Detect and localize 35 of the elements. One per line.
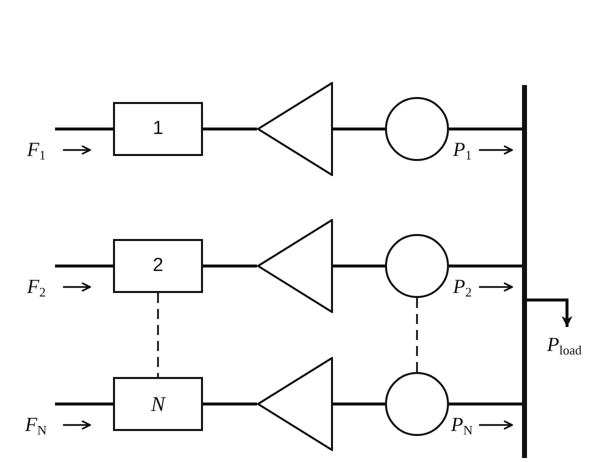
process-box xyxy=(113,239,203,293)
box-label: N xyxy=(150,392,165,416)
connector-line xyxy=(333,402,385,406)
dashed-line xyxy=(416,298,418,372)
triangle-symbol xyxy=(257,219,333,313)
connector-line xyxy=(333,128,385,130)
circle-symbol xyxy=(385,234,449,298)
connector-line xyxy=(333,264,385,268)
connector-line xyxy=(203,264,257,268)
circle-symbol xyxy=(385,372,449,436)
triangle-symbol xyxy=(257,357,333,451)
edge-label: P$_{2}$ xyxy=(453,276,472,300)
circle-symbol xyxy=(385,97,449,161)
connector-line xyxy=(449,264,522,268)
connector-line xyxy=(449,128,522,130)
connector-line xyxy=(203,128,257,130)
edge-label: F$_{1}$ xyxy=(27,139,46,163)
connector-line xyxy=(55,402,113,406)
edge-label: P$_{load}$ xyxy=(547,334,582,358)
edge-label: P$_{1}$ xyxy=(453,139,472,163)
dashed-line xyxy=(157,293,159,377)
arrow xyxy=(527,298,572,327)
box-label: 2 xyxy=(152,256,164,276)
process-box xyxy=(113,102,203,156)
connector-line xyxy=(55,128,113,130)
connector-line xyxy=(55,264,113,268)
edge-label: F$_{N}$ xyxy=(25,414,47,438)
process-box xyxy=(113,377,203,431)
connector-line xyxy=(449,402,522,406)
edge-label: P$_{N}$ xyxy=(451,414,473,438)
edge-label: F$_{2}$ xyxy=(27,276,46,300)
connector-line xyxy=(203,402,257,406)
box-label: 1 xyxy=(152,118,164,140)
triangle-symbol xyxy=(257,82,333,176)
bus-bar xyxy=(522,85,527,458)
